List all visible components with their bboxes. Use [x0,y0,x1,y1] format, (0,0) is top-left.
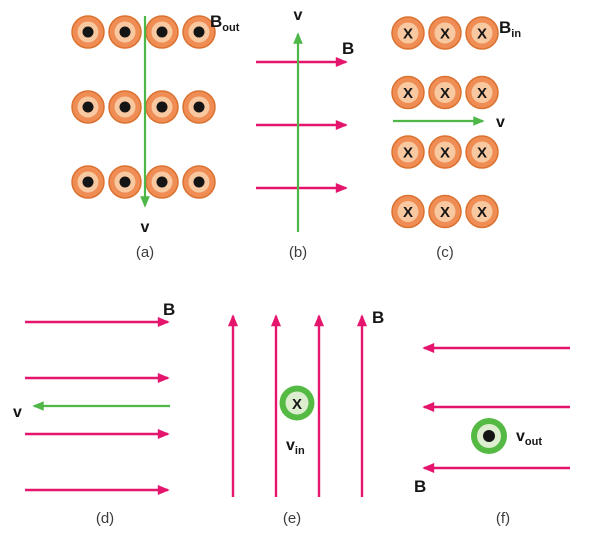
cross-glyph: X [477,204,487,221]
panel-c: X X X X X X X X X X X X Bin v (c) [391,16,521,261]
field-symbol-circle-cross [397,82,419,103]
panel-caption-c: (c) [436,244,454,261]
velocity-label-c: v [496,114,505,131]
cross-glyph: X [440,85,450,102]
field-symbol-circle-cross [434,201,456,222]
velocity-label-a: v [141,219,150,236]
field-symbol-circle-dot [156,176,168,188]
panel-caption-b: (b) [289,244,307,261]
cross-glyph: X [292,396,302,413]
velocity-label-f: vout [516,428,542,448]
field-symbol-circle-cross [471,201,493,222]
velocity-into-page-symbol: X [279,385,315,421]
field-symbol-circle-dot [193,26,205,38]
field-symbol-circle-cross [397,201,419,222]
panel-caption-d: (d) [96,510,114,527]
cross-glyph: X [403,85,413,102]
field-symbol-circle-cross [397,141,419,163]
panel-e: B X vin (e) [227,308,384,527]
cross-glyph: X [403,26,413,43]
field-symbol-circle-dot [193,176,205,188]
field-symbol-circle-dot [82,26,94,38]
b-field-label-c: Bin [499,18,521,40]
b-field-label-d: B [163,300,175,319]
panel-b: v B (b) [256,7,354,261]
field-symbol-circle-cross [471,82,493,103]
cross-glyph: X [403,145,413,162]
field-symbol-circle-dot [119,26,131,38]
cross-glyph: X [477,145,487,162]
panel-d: B v (d) [13,300,175,527]
field-symbol-circle-dot [156,101,168,113]
velocity-label-b: v [294,7,303,24]
panel-f: vout B (f) [414,342,570,527]
field-symbol-circle-cross [434,82,456,103]
field-symbol-circle-dot [82,176,94,188]
field-symbol-circle-dot [82,101,94,113]
velocity-label-d: v [13,404,22,421]
field-symbol-circle-cross [471,22,493,44]
velocity-label-e: vin [286,437,305,457]
field-symbol-circle-cross [434,141,456,163]
cross-glyph: X [440,145,450,162]
panel-caption-f: (f) [496,510,510,527]
cross-glyph: X [403,204,413,221]
field-symbol-circle-dot [193,101,205,113]
panel-a: Bout v (a) [71,12,240,261]
panel-caption-a: (a) [136,244,154,261]
b-field-label-b: B [342,39,354,58]
b-field-symbol-grid-c: X X X X X X X X X X X X [391,16,499,229]
cross-glyph: X [477,26,487,43]
field-symbol-circle-cross [397,22,419,44]
cross-glyph: X [440,204,450,221]
panel-caption-e: (e) [283,510,301,527]
field-symbol-circle-cross [471,141,493,163]
b-field-label-f: B [414,477,426,496]
cross-glyph: X [477,85,487,102]
b-field-symbol-grid-a [71,15,216,199]
cross-glyph: X [440,26,450,43]
velocity-out-of-page-symbol [471,418,507,454]
b-field-label-a: Bout [210,12,240,34]
field-symbol-circle-dot [119,176,131,188]
b-field-label-e: B [372,308,384,327]
field-symbol-circle-dot [156,26,168,38]
field-symbol-circle-dot [119,101,131,113]
field-symbol-circle-cross [434,22,456,44]
